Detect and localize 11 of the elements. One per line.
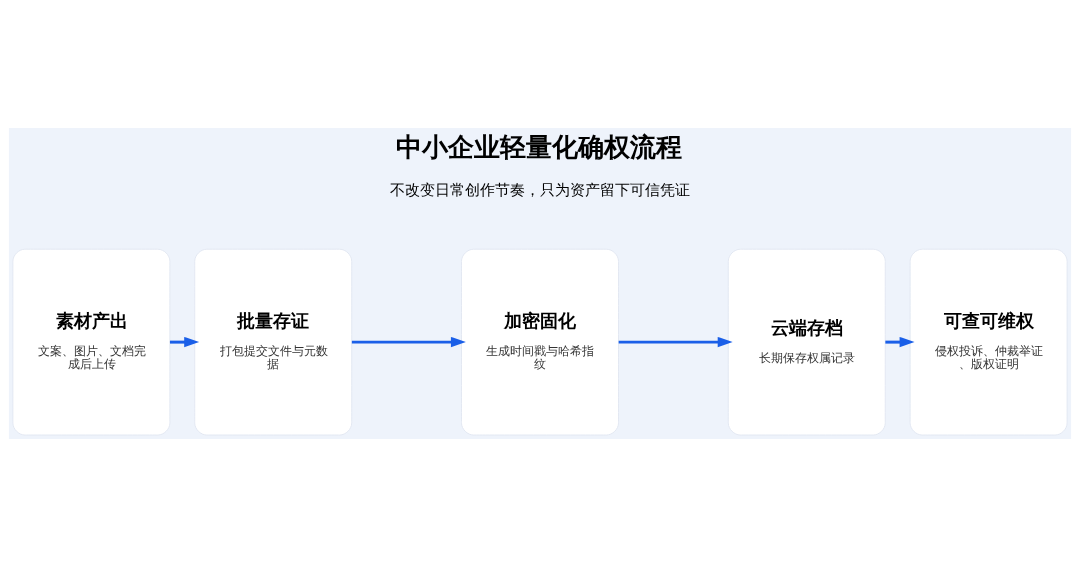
arrow — [169, 336, 200, 347]
caption: 不改变日常创作节奏，只为资产留下可信凭证 — [390, 180, 690, 199]
diagram-title: 中小企业轻量化确权流程 — [396, 131, 683, 162]
arrow — [618, 336, 733, 347]
node-box: 素材产出 文案、图片、文档完成后上传 — [12, 248, 171, 436]
node-box: 加密固化 生成时间戳与哈希指纹 — [461, 248, 619, 436]
node-box: 批量存证 打包提交文件与元数据 — [194, 248, 353, 436]
node-box: 云端存档 长期保存权属记录 — [727, 248, 886, 436]
arrow — [351, 336, 466, 347]
node-box: 可查可维权 侵权投诉、仲裁举证、版权证明 — [909, 248, 1068, 436]
arrow — [885, 336, 915, 347]
